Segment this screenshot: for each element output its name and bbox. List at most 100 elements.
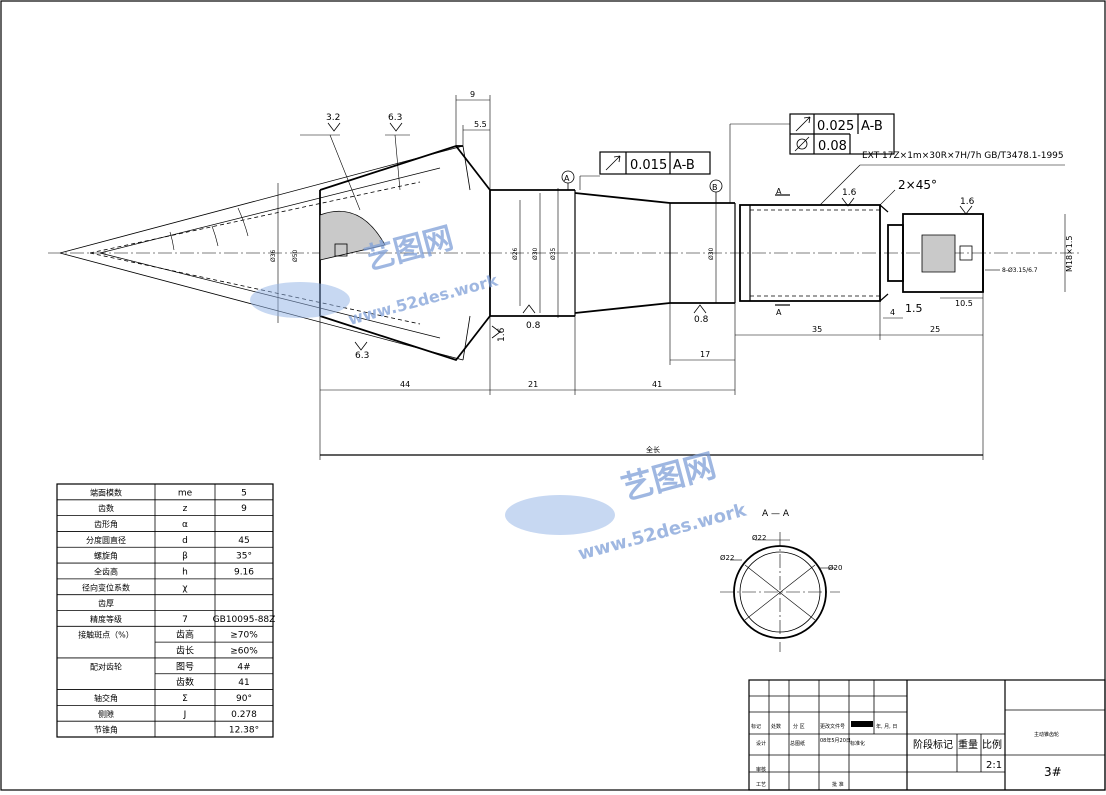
roughness-mark-7 <box>841 197 855 207</box>
params-cell-name: 齿形角 <box>94 519 118 529</box>
runout-2-value: 0.025 <box>817 119 854 134</box>
params-cell-name: 轴交角 <box>94 693 118 703</box>
thread-section <box>921 234 956 273</box>
watermark-logo-2 <box>505 495 615 535</box>
params-cell-symbol: β <box>182 552 188 562</box>
shaft-taper-top <box>574 192 671 204</box>
params-cell-value: 9.16 <box>234 567 254 577</box>
dia-36: Ø36 <box>270 249 277 262</box>
tb-stage: 阶段标记 <box>913 738 953 751</box>
part-view <box>48 95 1080 460</box>
rough-6-3-b: 6.3 <box>355 351 369 361</box>
watermark-1 <box>250 282 350 318</box>
datum-markers <box>561 170 723 203</box>
tb-standardize: 标准化 <box>850 740 865 747</box>
dim-35: 35 <box>812 325 822 334</box>
dim-5-5: 5.5 <box>474 120 487 129</box>
title-block-text: 标记 处数 分 区 更改文件号 年, 月, 日 设计 总图纸 08年5月20日 … <box>751 723 1062 788</box>
rough-3-2: 3.2 <box>326 113 340 123</box>
tb-doc-no: 更改文件号 <box>820 723 845 730</box>
tb-part-name: 主动锥齿轮 <box>1034 731 1059 738</box>
params-cell-value: 35° <box>236 552 252 562</box>
tb-zone: 分 区 <box>793 723 805 730</box>
signature-fill <box>851 721 873 727</box>
datum-b-label: B <box>712 183 718 192</box>
params-cell-value: 9 <box>241 504 247 514</box>
section-a-bot: A <box>776 308 782 317</box>
dia-50: Ø50 <box>292 249 299 262</box>
dim-21: 21 <box>528 380 538 389</box>
datum-a-label: A <box>564 174 570 183</box>
roughness-mark-8 <box>959 205 973 215</box>
leader-chamfer <box>879 189 896 206</box>
runout-icon-1 <box>605 155 621 171</box>
title-block <box>748 679 1106 791</box>
rough-0-8-b: 0.8 <box>694 315 709 325</box>
hole-note: 8-Ø3.15/6.7 <box>1002 267 1038 274</box>
tb-drawing-no: 3# <box>1044 765 1062 779</box>
section-dia-20: Ø20 <box>828 564 842 572</box>
params-cell-symbol: d <box>182 536 188 546</box>
runout-1-value: 0.015 <box>630 158 667 173</box>
watermark-brand-1: 艺图网 <box>361 221 457 278</box>
dim-41: 41 <box>652 380 662 389</box>
params-cell-value: 5 <box>241 488 247 498</box>
params-cell-symbol: 图号 <box>176 661 194 672</box>
dimension-labels: 9 5.5 44 21 41 17 35 4 25 10.5 1.5 2×45°… <box>270 90 1074 572</box>
params-cell-symbol: 齿数 <box>176 676 194 688</box>
params-cell-value: ≥60% <box>230 647 258 657</box>
gear-body <box>319 144 491 362</box>
params-cell-name: 端面模数 <box>90 487 122 497</box>
leader-3-2 <box>329 134 361 211</box>
params-cell-name: 分度圆直径 <box>86 535 126 545</box>
watermark-2 <box>505 495 615 535</box>
tb-scale: 比例 <box>982 738 1002 751</box>
params-cell-name: 精度等级 <box>90 614 122 624</box>
runout-2-ref: A-B <box>861 119 883 134</box>
cylindricity-icon-line <box>794 136 810 152</box>
params-cell-symbol: 齿高 <box>176 629 194 641</box>
tb-scale-value: 2:1 <box>986 760 1002 771</box>
watermark-url-1: www.52des.work <box>346 271 500 329</box>
dim-44: 44 <box>400 380 410 389</box>
dia-30b: Ø30 <box>708 247 715 260</box>
params-cell-symbol: z <box>183 504 188 514</box>
watermark-logo-1 <box>250 282 350 318</box>
tb-review: 审核 <box>756 766 766 773</box>
tb-approve: 批 准 <box>832 781 844 788</box>
pitch-cone-upper <box>59 145 464 254</box>
runout-icon-2 <box>795 116 811 132</box>
section-title: A — A <box>762 509 790 519</box>
params-cell-value: 45 <box>238 536 249 546</box>
roughness-mark-4 <box>693 304 707 314</box>
dim-17: 17 <box>700 350 710 359</box>
params-cell-symbol: α <box>182 520 188 530</box>
params-cell-name: 齿数 <box>98 503 114 513</box>
cylindricity-icon <box>796 138 808 150</box>
rough-1-6-c: 1.6 <box>960 197 975 207</box>
tb-mark: 标记 <box>751 723 761 730</box>
params-cell-name: 配对齿轮 <box>90 661 122 671</box>
tb-date: 年, 月, 日 <box>876 723 897 730</box>
dim-4: 4 <box>890 308 895 317</box>
tb-design: 设计 <box>756 740 766 747</box>
runout-1-ref: A-B <box>673 158 695 173</box>
dia-30: Ø30 <box>532 247 539 260</box>
angle-arc-3 <box>169 231 175 251</box>
params-cell-value: ≥70% <box>230 631 258 641</box>
tb-count: 处数 <box>771 723 781 730</box>
center-hole <box>334 243 348 257</box>
center-bore-section <box>319 210 386 261</box>
leader-spline <box>819 164 861 206</box>
params-cell-symbol: Σ <box>182 694 188 704</box>
params-cell-name: 径向变位系数 <box>82 582 130 592</box>
params-cell-name: 侧隙 <box>98 709 114 719</box>
dim-chamfer: 2×45° <box>898 178 937 192</box>
dim-10-5: 10.5 <box>955 299 973 308</box>
angle-arc-1 <box>237 207 249 237</box>
gear-back-lower <box>462 315 471 361</box>
shaft-taper-bot <box>574 302 671 314</box>
dia-26: Ø26 <box>512 247 519 260</box>
roughness-mark-5 <box>522 304 536 314</box>
